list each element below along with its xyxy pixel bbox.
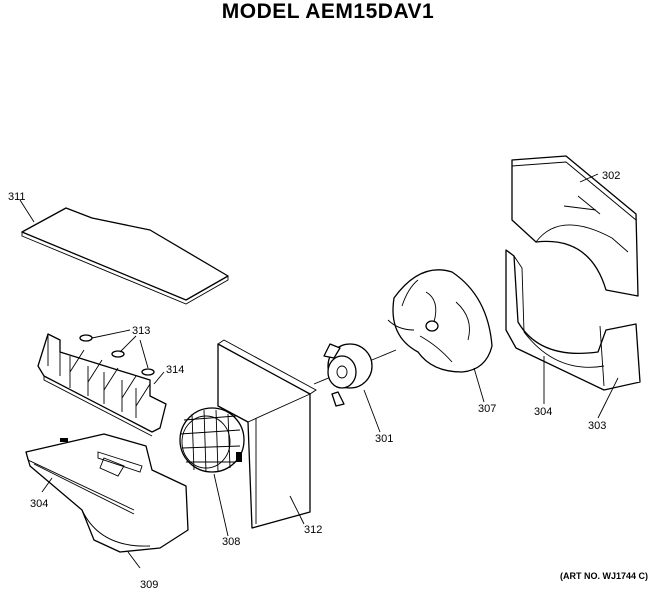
part-303-orifice-lower: [505, 249, 641, 419]
part-301-motor: [313, 343, 397, 433]
label-313: 313: [132, 325, 150, 337]
part-302-orifice: [511, 155, 639, 297]
part-314-bracket: [37, 329, 167, 437]
label-312: 312: [304, 524, 322, 536]
part-312-housing: [217, 339, 317, 529]
label-307: 307: [478, 403, 496, 415]
part-307-fan: [387, 269, 493, 403]
label-304-left: 304: [30, 498, 48, 510]
label-301: 301: [375, 433, 393, 445]
label-302: 302: [602, 170, 620, 182]
label-303: 303: [588, 420, 606, 432]
part-309-scroll: [25, 433, 189, 569]
model-title: MODEL AEM15DAV1: [221, 0, 435, 23]
part-308-wheel: [179, 407, 245, 537]
label-304-right: 304: [534, 406, 552, 418]
art-number: (ART NO. WJ1744 C): [559, 571, 648, 581]
label-309: 309: [140, 579, 158, 591]
label-311: 311: [8, 191, 26, 203]
label-314: 314: [166, 364, 184, 376]
label-308: 308: [222, 536, 240, 548]
part-311-panel: [19, 199, 229, 305]
